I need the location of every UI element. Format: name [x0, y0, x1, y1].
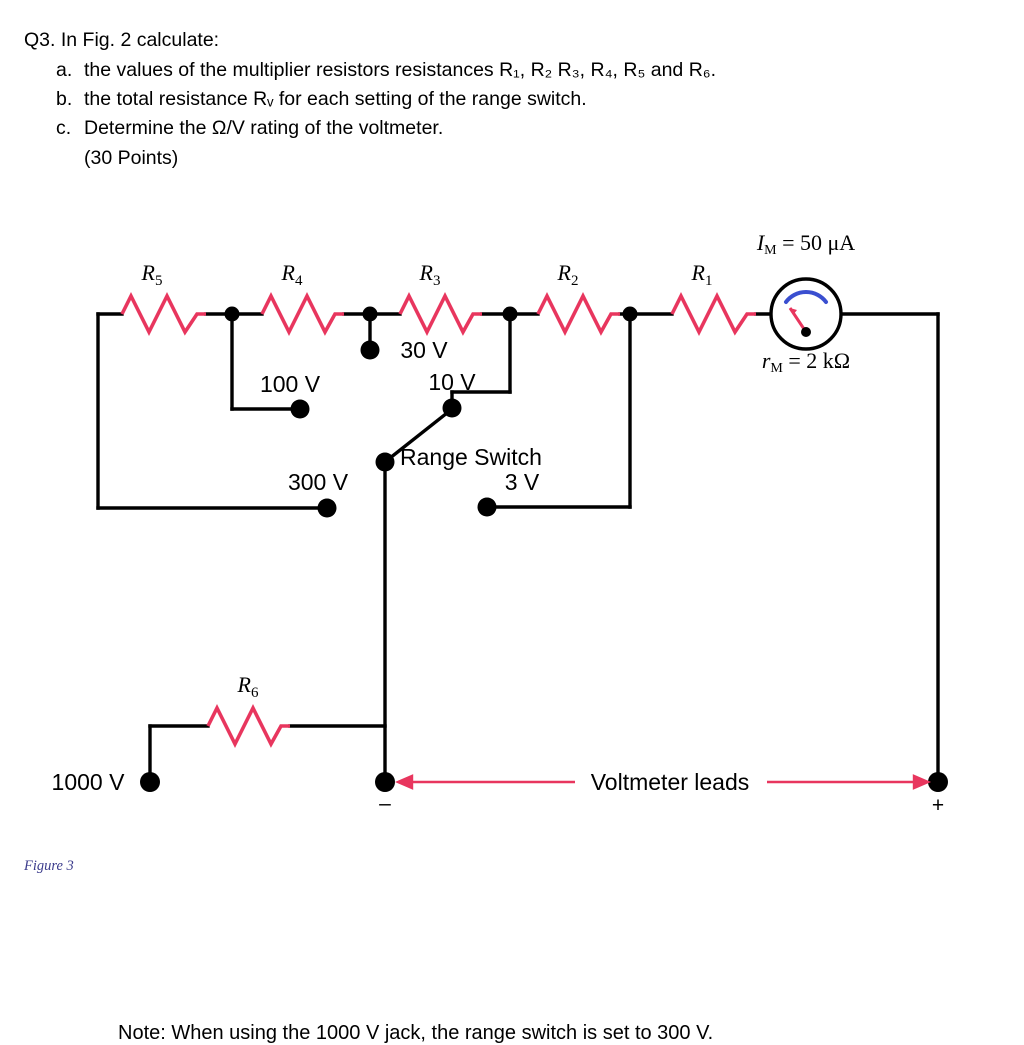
tap-terminals — [140, 340, 948, 792]
label-r5: R5 — [141, 260, 163, 289]
label-range-3v: 3 V — [505, 469, 540, 495]
wire-switch-blade — [382, 410, 450, 465]
junction-dots — [224, 306, 638, 322]
lead-arrow-left-head — [394, 774, 414, 790]
junction-dot-r4-r5 — [224, 306, 240, 322]
question-item-b: b. the total resistance Rᵥ for each sett… — [56, 85, 924, 113]
question-item-a-marker: a. — [56, 59, 73, 81]
voltmeter-leads-arrows — [394, 774, 932, 790]
meter-needle-tip — [790, 308, 797, 315]
meter-pivot — [801, 327, 811, 337]
resistor-r5-symbol — [120, 291, 206, 337]
resistor-r3-symbol — [398, 291, 482, 337]
question-item-a-text: the values of the multiplier resistors r… — [84, 59, 717, 81]
label-voltmeter-leads: Voltmeter leads — [591, 769, 750, 795]
lead-arrow-right-head — [912, 774, 932, 790]
resistor-r4-symbol — [260, 291, 344, 337]
terminal-10v[interactable] — [442, 398, 462, 418]
figure-caption: Figure 3 — [24, 858, 74, 874]
label-meter-resistance: rM = 2 kΩ — [762, 348, 850, 376]
meter-movement — [769, 277, 843, 351]
top-wire-group — [96, 312, 940, 784]
label-r1: R1 — [691, 260, 713, 289]
meter-circle — [769, 277, 843, 351]
resistor-r6-symbol — [206, 703, 290, 749]
question-points: (30 Points) — [84, 147, 179, 169]
terminal-negative-lead[interactable] — [375, 772, 395, 792]
label-range-300v: 300 V — [288, 469, 349, 495]
label-range-switch: Range Switch — [400, 444, 542, 470]
label-r6: R6 — [237, 672, 259, 701]
question-item-b-text: the total resistance Rᵥ for each setting… — [84, 88, 587, 110]
label-r3: R3 — [419, 260, 441, 289]
meter-scale-arc — [784, 290, 828, 304]
junction-dot-r1-r2 — [622, 306, 638, 322]
terminal-switch-pole[interactable] — [375, 452, 395, 472]
junction-dot-r3-r4 — [362, 306, 378, 322]
resistor-r1-symbol — [670, 291, 756, 337]
terminal-3v[interactable] — [477, 497, 497, 517]
label-range-100v: 100 V — [260, 371, 321, 397]
junction-dot-r2-r3 — [502, 306, 518, 322]
circuit-svg: R5 R4 R3 R2 R1 R6 IM = 50 μA rM = 2 kΩ 1… — [52, 230, 948, 817]
terminal-100v[interactable] — [290, 399, 310, 419]
terminal-1000v-jack[interactable] — [140, 772, 160, 792]
terminal-300v[interactable] — [317, 498, 337, 518]
label-meter-current: IM = 50 μA — [756, 230, 855, 258]
resistor-group — [120, 291, 756, 749]
label-range-10v: 10 V — [428, 369, 476, 395]
terminal-positive-lead[interactable] — [928, 772, 948, 792]
question-item-c-text: Determine the Ω/V rating of the voltmete… — [84, 117, 444, 139]
question-item-b-marker: b. — [56, 88, 73, 110]
label-range-30v: 30 V — [400, 337, 448, 363]
figure-circuit-diagram: R5 R4 R3 R2 R1 R6 IM = 50 μA rM = 2 kΩ 1… — [0, 210, 1024, 1044]
question-item-a: a. the values of the multiplier resistor… — [56, 56, 924, 84]
question-item-c-marker: c. — [56, 117, 72, 139]
question-item-c: c. Determine the Ω/V rating of the voltm… — [56, 114, 924, 142]
label-range-1000v: 1000 V — [52, 769, 126, 795]
question-heading: Q3. In Fig. 2 calculate: — [24, 26, 924, 54]
question-heading-text: Q3. In Fig. 2 calculate: — [24, 29, 220, 51]
label-r4: R4 — [281, 260, 303, 289]
terminal-30v[interactable] — [360, 340, 380, 360]
figure-note: Note: When using the 1000 V jack, the ra… — [118, 1022, 714, 1044]
question-block: Q3. In Fig. 2 calculate: a. the values o… — [24, 26, 924, 172]
label-terminal-positive: + — [932, 794, 944, 817]
label-r2: R2 — [557, 260, 579, 289]
label-terminal-negative: – — [379, 792, 391, 815]
resistor-r2-symbol — [536, 291, 620, 337]
